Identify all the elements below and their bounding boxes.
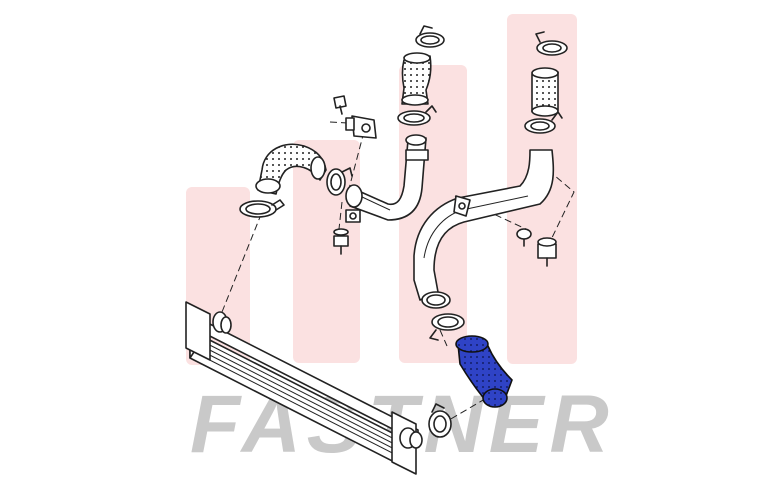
rubber-hose-icon (531, 67, 559, 117)
hose-clamp-icon (397, 105, 437, 126)
sensor-icon (345, 115, 377, 139)
hose-clamp-icon (524, 111, 563, 134)
bolt-icon (333, 95, 347, 115)
bolt-icon (333, 228, 349, 255)
highlighted-hose-icon (455, 335, 513, 408)
rubber-hose-icon (255, 143, 327, 195)
hose-clamp-icon (239, 199, 285, 218)
hose-clamp-icon (428, 403, 452, 438)
bolt-icon (537, 237, 557, 267)
charge-pipe-icon (345, 134, 429, 223)
hose-clamp-icon (429, 313, 465, 341)
hose-clamp-icon (535, 31, 568, 56)
watermark-bar (293, 140, 360, 363)
leader-lines (221, 121, 575, 431)
intercooler-icon (185, 301, 423, 475)
hose-clamp-icon (415, 25, 445, 48)
charge-pipe-icon (413, 149, 555, 309)
bolt-icon (516, 228, 532, 247)
hose-clamp-icon (326, 167, 353, 196)
rubber-hose-icon (401, 52, 432, 106)
